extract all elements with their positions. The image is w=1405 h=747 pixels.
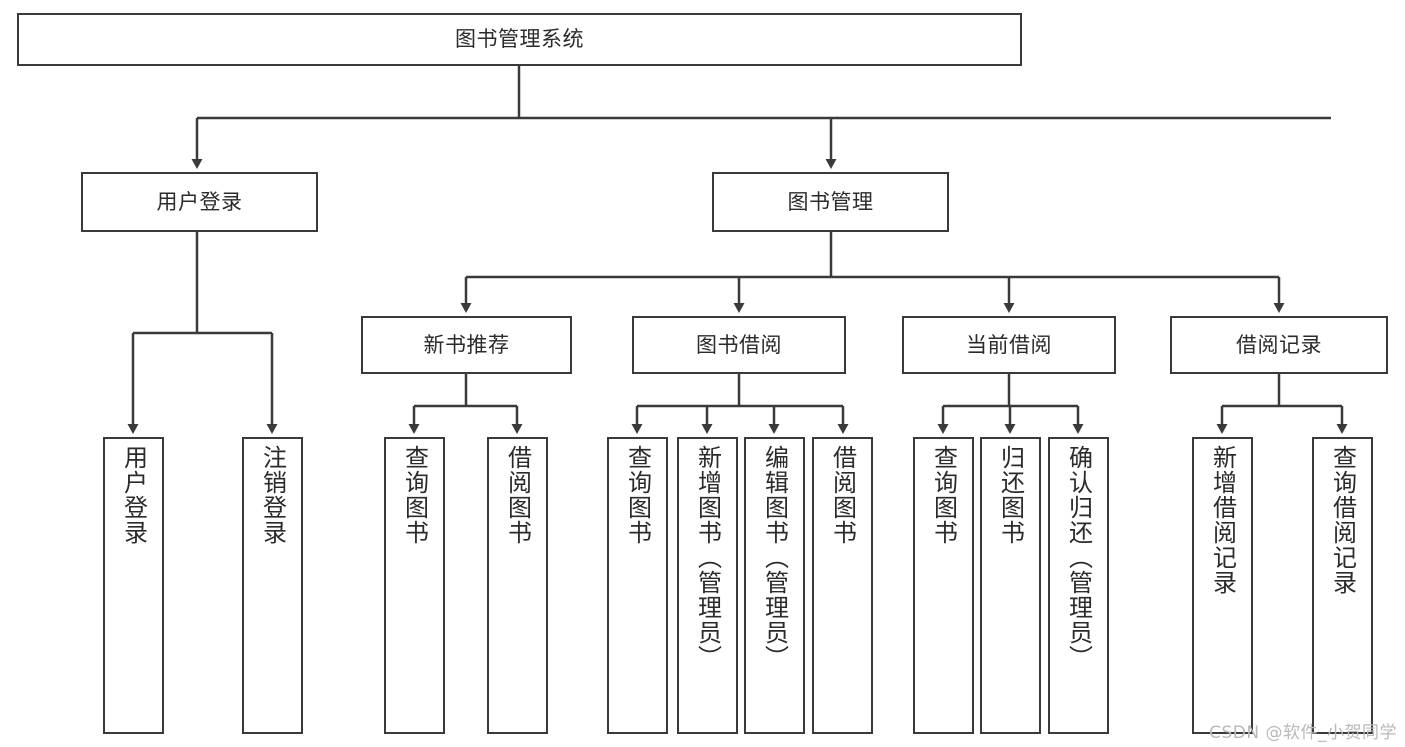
node-book-borrow[interactable]: 图书借阅 (632, 316, 846, 374)
node-label: 图书借阅 (696, 332, 782, 357)
leaf-user-login[interactable]: 用户登录 (103, 437, 164, 734)
node-user-login[interactable]: 用户登录 (81, 172, 318, 232)
leaf-logout[interactable]: 注销登录 (242, 437, 303, 734)
node-label: 新书推荐 (423, 332, 510, 357)
node-label: 借阅图书 (828, 445, 857, 545)
leaf-query-book-current[interactable]: 查询图书 (913, 437, 974, 734)
node-label: 编辑图书（管理员） (760, 445, 789, 670)
node-label: 新增图书（管理员） (693, 445, 722, 670)
node-label: 借阅记录 (1236, 332, 1322, 357)
node-label: 归还图书 (996, 445, 1025, 545)
node-label: 确认归还（管理员） (1064, 445, 1093, 670)
node-label: 查询图书 (929, 445, 958, 545)
node-current-borrow[interactable]: 当前借阅 (902, 316, 1116, 374)
node-label: 借阅图书 (503, 445, 532, 545)
node-label: 查询借阅记录 (1328, 445, 1357, 595)
node-new-book-recommend[interactable]: 新书推荐 (361, 316, 572, 374)
node-label: 用户登录 (156, 189, 243, 214)
node-book-management[interactable]: 图书管理 (712, 172, 949, 232)
node-label: 新增借阅记录 (1208, 445, 1237, 595)
leaf-edit-book-admin[interactable]: 编辑图书（管理员） (744, 437, 805, 734)
node-label: 查询图书 (400, 445, 429, 545)
node-borrow-records[interactable]: 借阅记录 (1170, 316, 1388, 374)
node-root-system[interactable]: 图书管理系统 (17, 13, 1022, 66)
leaf-borrow-book-recommend[interactable]: 借阅图书 (487, 437, 548, 734)
leaf-query-book-recommend[interactable]: 查询图书 (384, 437, 445, 734)
leaf-borrow-book[interactable]: 借阅图书 (812, 437, 873, 734)
leaf-confirm-return-admin[interactable]: 确认归还（管理员） (1048, 437, 1109, 734)
node-label: 注销登录 (258, 445, 287, 545)
watermark: CSDN @软件_小贺同学 (1209, 723, 1397, 743)
leaf-return-book[interactable]: 归还图书 (980, 437, 1041, 734)
leaf-add-borrow-record[interactable]: 新增借阅记录 (1192, 437, 1253, 734)
node-label: 查询图书 (623, 445, 652, 545)
leaf-add-book-admin[interactable]: 新增图书（管理员） (677, 437, 738, 734)
leaf-query-book-borrow[interactable]: 查询图书 (607, 437, 668, 734)
node-label: 图书管理系统 (455, 27, 584, 52)
leaf-query-borrow-record[interactable]: 查询借阅记录 (1312, 437, 1373, 734)
node-label: 图书管理 (787, 189, 874, 214)
node-label: 用户登录 (119, 445, 148, 545)
node-label: 当前借阅 (966, 332, 1052, 357)
